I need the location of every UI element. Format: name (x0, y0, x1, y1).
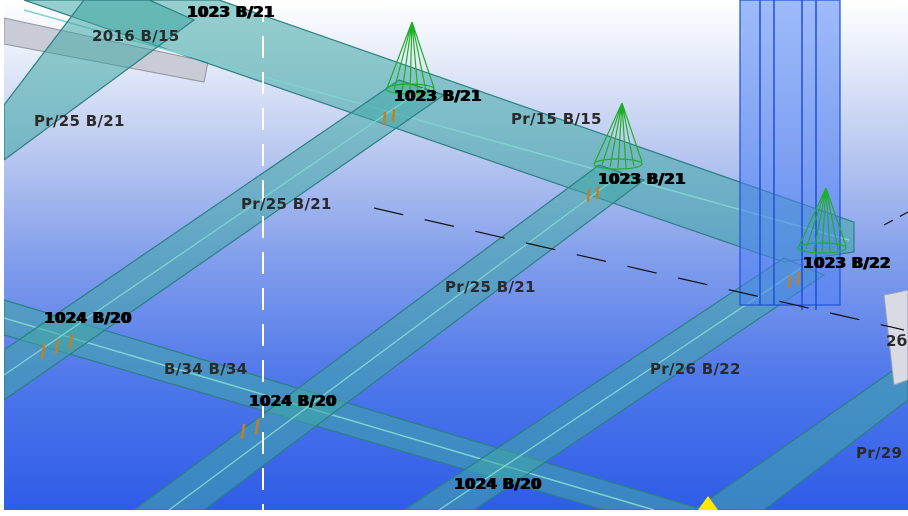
steel-column[interactable] (739, 0, 841, 310)
label-beam-pr25-left[interactable]: Pr/25 B/21 (34, 112, 125, 130)
grid-line-dashed-1 (373, 207, 905, 331)
viewport-bottom-border (0, 510, 908, 516)
label-node-upper-2[interactable]: 1023 B/21 (598, 170, 686, 188)
connection-bolts (40, 108, 801, 440)
label-beam-pr15[interactable]: Pr/15 B/15 (511, 110, 602, 128)
label-node-top[interactable]: 1023 B/21 (187, 3, 275, 21)
label-node-bottom[interactable]: 1024 B/20 (454, 475, 542, 493)
selection-marker-icon[interactable] (698, 496, 718, 510)
support-icon-2 (593, 102, 643, 170)
support-icon-3 (797, 187, 847, 254)
label-beam-pr26[interactable]: Pr/26 B/22 (650, 360, 741, 378)
cross-beam-5[interactable] (692, 359, 908, 510)
cross-beam-1[interactable] (4, 0, 196, 161)
label-beam-pr25-center[interactable]: Pr/25 B/21 (445, 278, 536, 296)
support-icon-1 (385, 21, 435, 95)
cross-beam-2[interactable] (4, 79, 446, 401)
model-scene[interactable] (4, 0, 908, 510)
label-node-right[interactable]: 1023 B/22 (803, 254, 891, 272)
viewport-left-border (0, 0, 4, 516)
label-beam-pr29[interactable]: Pr/29 (856, 444, 903, 462)
right-edge-member[interactable] (883, 289, 908, 386)
label-bracing-b34[interactable]: B/34 B/34 (164, 360, 248, 378)
label-beam-2016[interactable]: 2016 B/15 (92, 27, 180, 45)
3d-model-viewport[interactable]: 1023 B/21 2016 B/15 Pr/25 B/21 1023 B/21… (4, 0, 908, 510)
label-beam-pr25-mid[interactable]: Pr/25 B/21 (241, 195, 332, 213)
main-beam-1[interactable] (23, 0, 855, 263)
label-node-center[interactable]: 1024 B/20 (249, 392, 337, 410)
label-node-left[interactable]: 1024 B/20 (44, 309, 132, 327)
cross-beam-3[interactable] (132, 164, 646, 510)
grid-line-dashed-2 (883, 211, 908, 226)
label-node-upper-1[interactable]: 1023 B/21 (394, 87, 482, 105)
label-edge-fragment: 2б (886, 332, 908, 350)
